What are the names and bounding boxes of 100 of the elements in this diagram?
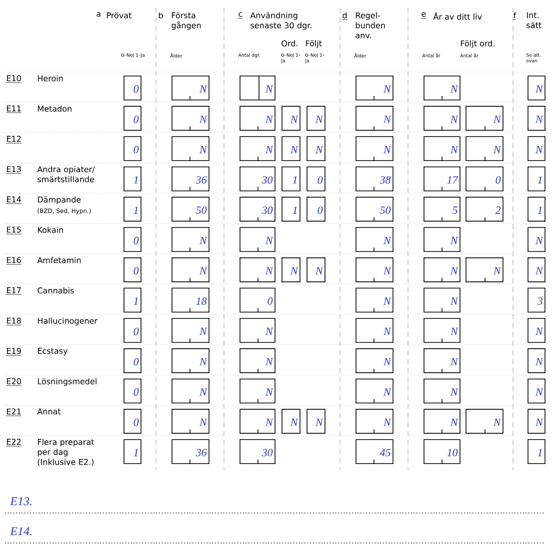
answer-box: 18 (172, 288, 210, 312)
answer-box: N (356, 76, 394, 100)
answer-box: N (172, 136, 210, 161)
answer-box: N (528, 227, 546, 252)
column-heading: Ord. (282, 40, 298, 46)
answer-box: N (424, 76, 460, 100)
row-code: E21 (6, 408, 22, 416)
answer-box: N (282, 408, 300, 434)
answer-box: N (356, 106, 394, 131)
answer-box: 36 (172, 166, 210, 192)
answer-box: 1 (282, 196, 300, 222)
answer-box: N (282, 257, 300, 282)
answer-box: N (240, 348, 276, 374)
answer-box: N (172, 227, 210, 252)
answer-box: N (356, 378, 394, 404)
answer-box: N (424, 318, 460, 343)
column-heading: Följt ord. (460, 40, 494, 48)
answer-box: 1 (528, 166, 546, 192)
substance-name: Hallucinogener (38, 318, 98, 326)
answer-box: 50 (356, 196, 394, 222)
row-code: E17 (6, 287, 22, 295)
answer-box: N (356, 408, 394, 434)
answer-box: N (282, 136, 300, 161)
answer-box: 0 (124, 348, 142, 374)
substance-name: Amfetamin (37, 257, 81, 264)
column-heading: Int. sätt (526, 12, 542, 28)
answer-box: 17 (424, 166, 460, 192)
substance-name: Kokain (38, 226, 63, 233)
answer-box: N (172, 76, 210, 100)
answer-box: N (306, 106, 326, 131)
column-letter: c (238, 12, 243, 18)
answer-box: 0 (124, 76, 142, 100)
answer-box: N (466, 257, 504, 282)
answer-box: N (240, 408, 276, 434)
answer-box: N (466, 136, 504, 161)
row-code: E13 (6, 166, 22, 174)
answer-box: N (356, 136, 394, 161)
answer-box: 1 (124, 439, 142, 464)
answer-box: 0 (124, 227, 142, 252)
substance-name: Flera preparat per dag (Inklusive E2.) (38, 438, 94, 466)
answer-box: 0 (124, 106, 142, 131)
answer-box: N (356, 348, 394, 374)
answer-box: N (424, 288, 460, 312)
column-heading: Regel- bunden anv. (356, 12, 385, 38)
answer-box: N (356, 288, 394, 312)
row-code: E12 (6, 136, 22, 144)
answer-box: 3 (528, 288, 546, 312)
answer-box: N (424, 257, 460, 282)
answer-box: N (528, 106, 546, 131)
answer-box: N (172, 106, 210, 131)
answer-box: 1 (528, 196, 546, 222)
answer-box: 10 (424, 439, 460, 464)
answer-box: 0 (240, 288, 276, 312)
row-code: E18 (6, 318, 22, 326)
answer-box: N (528, 257, 546, 282)
row-code: E10 (6, 75, 22, 83)
answer-box: N (528, 348, 546, 374)
column-letter: a (96, 12, 100, 17)
row-code: E19 (6, 348, 22, 356)
answer-box: N (240, 318, 276, 343)
answer-box: 0 (306, 166, 326, 192)
answer-box: 38 (356, 166, 394, 192)
answer-box: 30 (240, 196, 276, 222)
column-heading: Användning senaste 30 dgr. (250, 12, 312, 30)
answer-box: N (424, 408, 460, 434)
row-code: E11 (6, 106, 22, 113)
answer-box: N (240, 257, 276, 282)
answer-box: N (424, 348, 460, 374)
row-code: E16 (6, 257, 22, 265)
substance-name: Heroin (38, 75, 63, 82)
answer-box: 1 (124, 196, 142, 222)
answer-box: N (240, 227, 276, 252)
answer-box: N (356, 227, 394, 252)
answer-box: 36 (172, 439, 210, 464)
answer-box: N (528, 408, 546, 434)
answer-box: 0 (124, 378, 142, 404)
substance-name: Ecstasy (38, 348, 68, 356)
answer-box: N (424, 106, 460, 131)
answer-box: N (240, 378, 276, 404)
handwritten-note: E13. (10, 497, 32, 506)
row-code: E20 (6, 378, 22, 386)
answer-box: N (306, 257, 326, 282)
answer-box: 0 (306, 196, 326, 222)
answer-box: N (172, 408, 210, 434)
answer-box: 1 (124, 288, 142, 312)
answer-box: 50 (172, 196, 210, 222)
column-letter: e (421, 12, 426, 18)
answer-box: N (172, 348, 210, 374)
row-code: E14 (6, 196, 22, 204)
answer-box: 1 (282, 166, 300, 192)
answer-box: 45 (356, 439, 394, 464)
answer-box: N (528, 318, 546, 343)
answer-box: N (528, 76, 546, 100)
answer-box: 0 (124, 136, 142, 161)
answer-box: N (240, 76, 276, 100)
answer-box: N (282, 106, 300, 131)
answer-box: N (424, 136, 460, 161)
answer-box: N (466, 408, 504, 434)
answer-box: N (356, 318, 394, 343)
answer-box: N (240, 106, 276, 131)
